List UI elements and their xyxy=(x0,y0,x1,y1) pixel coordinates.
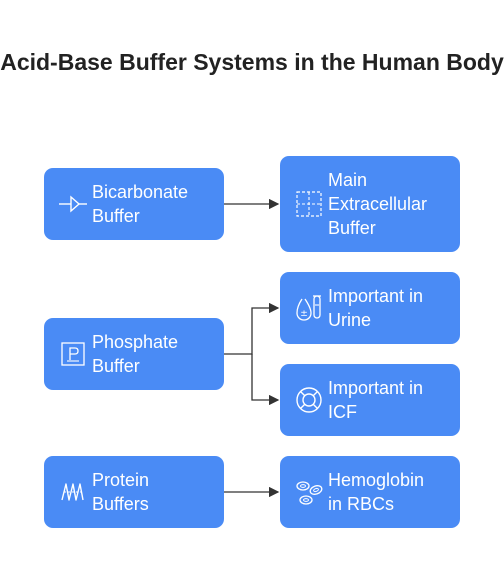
lifebuoy-icon xyxy=(290,385,328,415)
connector-phosphate-to-icf xyxy=(251,354,280,406)
arrow-in-icon xyxy=(54,193,92,215)
diagram-title: Acid-Base Buffer Systems in the Human Bo… xyxy=(0,49,504,75)
dashed-grid-icon xyxy=(290,190,328,218)
helix-icon xyxy=(54,480,92,504)
connector-phosphate-to-urine xyxy=(224,302,280,355)
svg-text:±: ± xyxy=(300,309,308,319)
p-chart-icon xyxy=(54,341,92,367)
blood-cells-icon xyxy=(290,477,328,507)
test-tube-icon: ± xyxy=(290,293,328,323)
